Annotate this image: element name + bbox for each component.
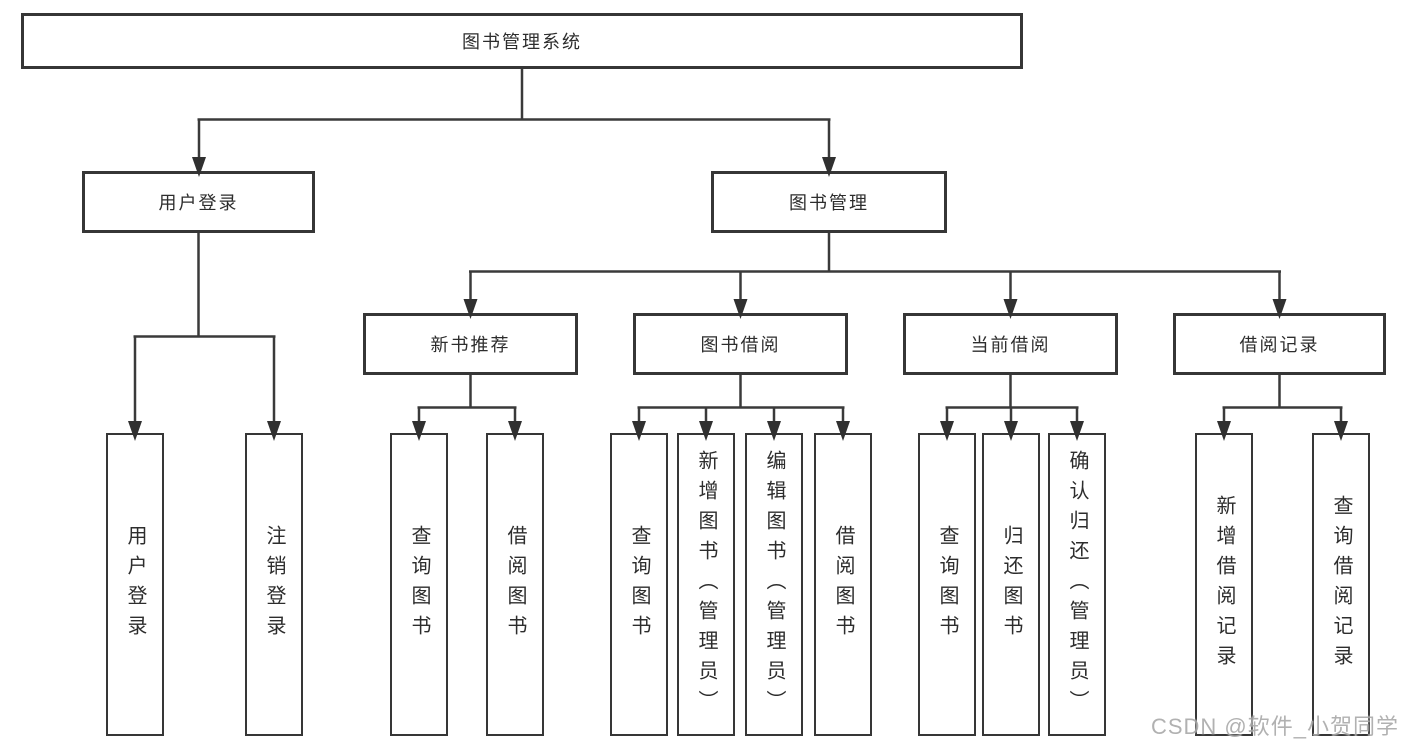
node-query-borrow-record: 查询借阅记录 (1312, 433, 1370, 736)
node-query-books-3-label: 查询图书 (936, 524, 958, 645)
node-query-books-2-label: 查询图书 (628, 524, 650, 645)
connector-user-login-to-leaves (128, 233, 281, 441)
node-borrowing-records: 借阅记录 (1173, 313, 1386, 375)
node-borrow-books-1: 借阅图书 (486, 433, 544, 736)
node-borrow-books-2: 借阅图书 (814, 433, 872, 736)
node-edit-book-admin: 编辑图书（管理员） (745, 433, 803, 736)
node-logout-label: 注销登录 (263, 524, 285, 645)
node-new-book-recommend: 新书推荐 (363, 313, 578, 375)
node-book-management: 图书管理 (711, 171, 947, 233)
connector-root-to-level2 (192, 69, 836, 177)
node-return-books: 归还图书 (982, 433, 1040, 736)
node-query-books-1-label: 查询图书 (408, 524, 430, 645)
connector-book-management-to-level3 (463, 233, 1287, 319)
csdn-watermark: CSDN @软件_小贺同学 (1150, 714, 1399, 739)
node-query-books-1: 查询图书 (390, 433, 448, 736)
node-book-borrowing: 图书借阅 (633, 313, 848, 375)
connector-book-borrowing-to-leaves (632, 375, 850, 441)
node-query-books-2: 查询图书 (610, 433, 668, 736)
node-add-book-admin-label: 新增图书（管理员） (695, 449, 717, 720)
node-return-books-label: 归还图书 (1000, 524, 1022, 645)
node-logout: 注销登录 (245, 433, 303, 736)
connector-borrowing-records-to-leaves (1217, 375, 1348, 441)
node-user-login: 用户登录 (82, 171, 315, 233)
node-borrow-books-2-label: 借阅图书 (832, 524, 854, 645)
node-query-borrow-record-label: 查询借阅记录 (1330, 494, 1352, 675)
node-borrow-books-1-label: 借阅图书 (504, 524, 526, 645)
node-confirm-return-admin: 确认归还（管理员） (1048, 433, 1106, 736)
node-query-books-3: 查询图书 (918, 433, 976, 736)
node-user-login-leaf-label: 用户登录 (124, 524, 146, 645)
node-add-book-admin: 新增图书（管理员） (677, 433, 735, 736)
node-edit-book-admin-label: 编辑图书（管理员） (763, 449, 785, 720)
node-add-borrow-record-label: 新增借阅记录 (1213, 494, 1235, 675)
node-root: 图书管理系统 (21, 13, 1023, 69)
connector-current-borrowing-to-leaves (940, 375, 1084, 441)
node-add-borrow-record: 新增借阅记录 (1195, 433, 1253, 736)
node-user-login-leaf: 用户登录 (106, 433, 164, 736)
connector-new-book-recommend-to-leaves (412, 375, 522, 441)
node-confirm-return-admin-label: 确认归还（管理员） (1066, 449, 1088, 720)
node-current-borrowing: 当前借阅 (903, 313, 1118, 375)
